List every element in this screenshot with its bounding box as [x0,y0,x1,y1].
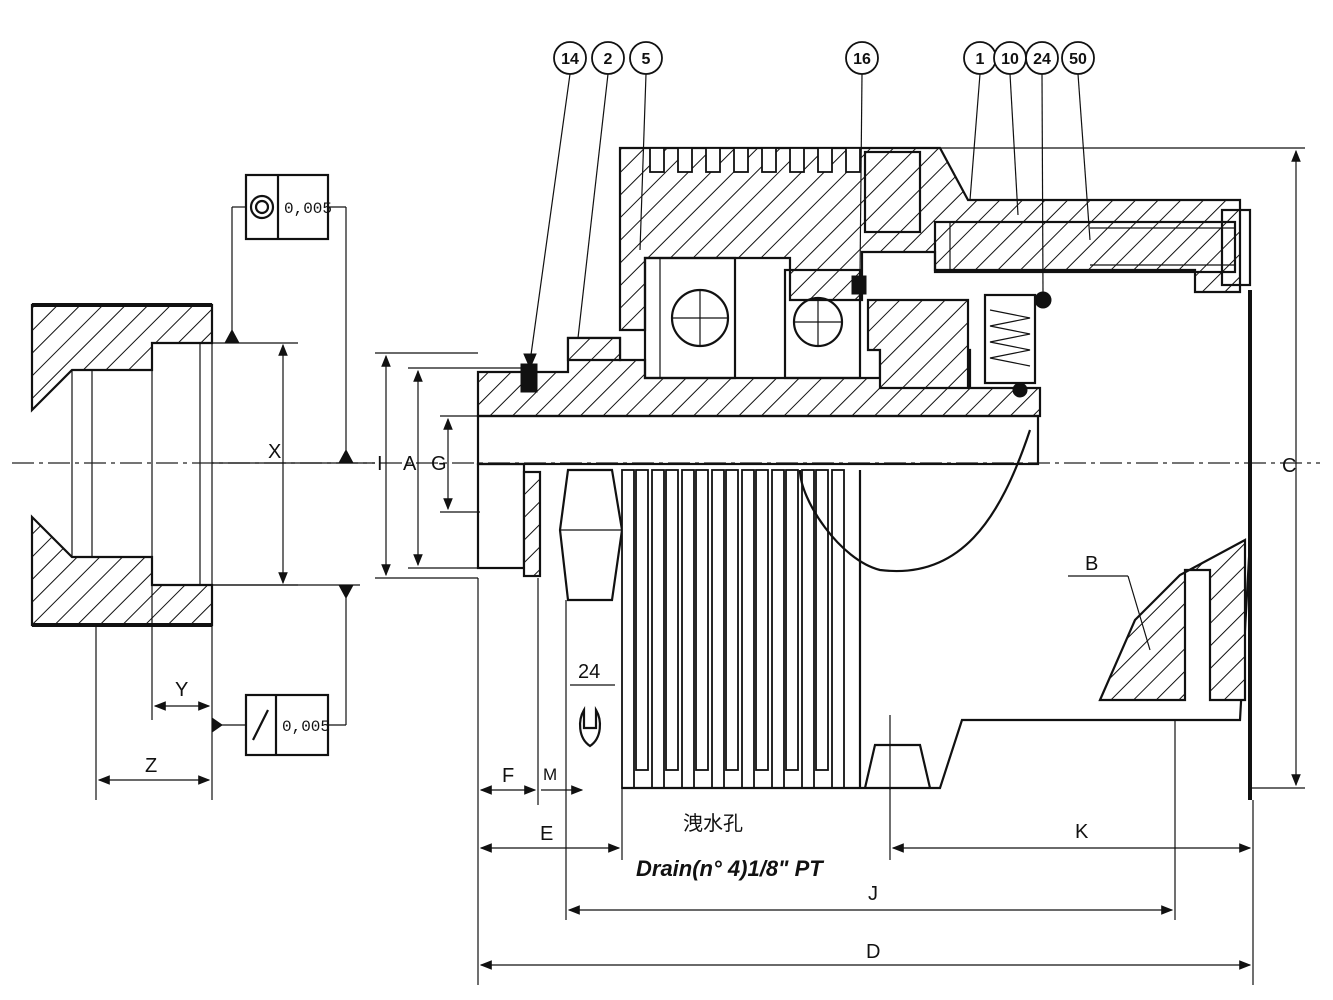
spring-coil [989,309,1031,367]
svg-text:10: 10 [1001,51,1019,68]
datum-triangle-center [338,448,354,464]
rotary-joint-assembly [380,146,1320,800]
detail-upper-wall [30,303,214,413]
dim-j-label: J [868,883,878,905]
housing-bolt [933,208,1252,287]
concentricity-tolerance-frame: 0,005 [244,173,332,241]
svg-text:5: 5 [642,51,651,68]
shaft-detail-view: X 0,005 0,005 [12,173,375,800]
dim-k-label: K [1075,821,1089,843]
balloon-50: 50 [1061,41,1095,241]
balloon-14: 14 [523,41,587,370]
end-cap-block [863,150,922,234]
runout-icon [252,709,269,741]
o-ring-lower [1012,382,1028,398]
datum-triangle-upper [224,328,240,344]
concentricity-value: 0,005 [284,200,332,218]
dim-y-label: Y [175,679,188,701]
dim-x-label: X [268,441,281,463]
dim-f-label: F [502,765,514,787]
detail-lower-wall [30,514,214,627]
broken-out-section-b [1098,538,1247,702]
dimension-lines: I A G C B 24 F [375,147,1305,985]
balloon-16: 16 [845,41,879,277]
seal-ring-lower [522,470,542,578]
seal-ring-16 [851,275,867,295]
hex-nut [558,468,624,602]
drain-port [863,715,932,790]
svg-text:14: 14 [561,51,579,68]
part-balloons: 14 2 5 16 1 10 [523,41,1095,370]
dim-b-label: B [1085,553,1098,575]
balloon-10: 10 [993,41,1027,216]
svg-text:24: 24 [1033,51,1051,68]
drain-note: Drain(n° 4)1/8" PT [636,856,824,881]
dim-i-label: I [377,453,383,475]
balloon-24: 24 [1025,41,1059,293]
front-sleeve [566,336,622,362]
concentricity-icon [249,194,275,220]
wrench-icon [578,706,602,748]
svg-text:1: 1 [976,51,985,68]
runout-value: 0,005 [282,718,330,736]
ball-bearing-front [643,256,737,380]
datum-triangle-lower [338,584,354,600]
dim-c-label: C [1282,455,1296,477]
dim-m-label: M [543,765,557,784]
o-ring-24 [1034,291,1052,309]
dim-e-label: E [540,823,553,845]
floating-seal-assembly [866,298,970,390]
drain-note-chinese: 洩水孔 [683,811,743,835]
housing-lower-external [476,429,1252,790]
wrench-size-label: 24 [578,661,600,683]
svg-text:16: 16 [853,51,871,68]
balloon-2: 2 [577,41,625,339]
dim-g-label: G [431,453,447,475]
runout-tolerance-frame: 0,005 [244,693,330,757]
dim-a-label: A [403,453,417,475]
svg-text:2: 2 [604,51,613,68]
housing-side-fins [621,469,845,789]
balloon-1: 1 [963,41,997,201]
dim-z-label: Z [145,755,157,777]
balloon-5: 5 [629,41,663,251]
svg-text:50: 50 [1069,51,1087,68]
dim-d-label: D [866,941,880,963]
ball-bearing-rear [783,268,862,380]
housing-top-fins [649,147,861,173]
